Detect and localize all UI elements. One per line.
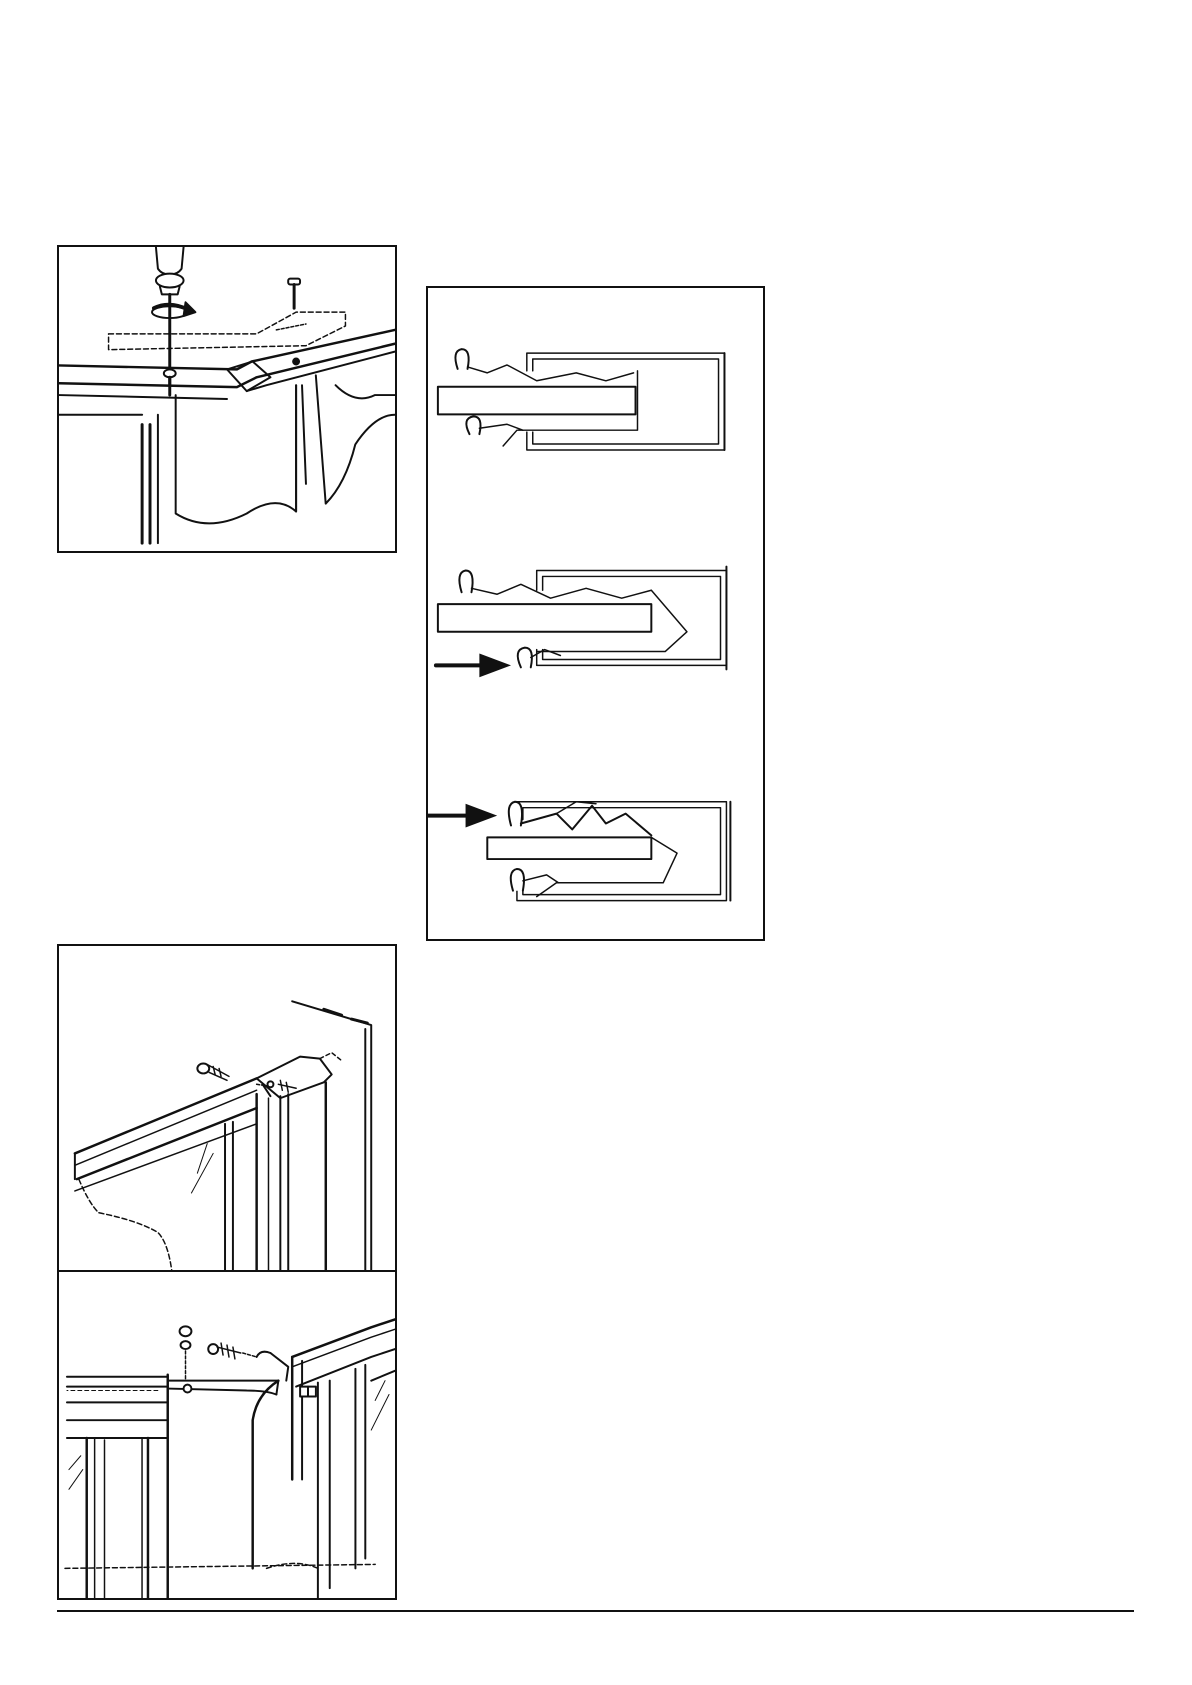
screwdriver-handle-icon [156,247,184,275]
figure-wall-bracket [57,944,397,1272]
seal-profile-step-2 [438,567,727,670]
seal-profile-step-3 [487,802,730,901]
screw-icon [208,1344,218,1354]
seal-profile-step-1 [438,349,725,450]
screwdriver-ferrule-icon [156,274,184,288]
footer-rule [57,1610,1134,1612]
figure-screwdriver-corner [57,245,397,553]
figure-seal-profiles [426,286,765,941]
figure-corner-joint [57,1270,397,1600]
cap-icon [180,1326,192,1336]
